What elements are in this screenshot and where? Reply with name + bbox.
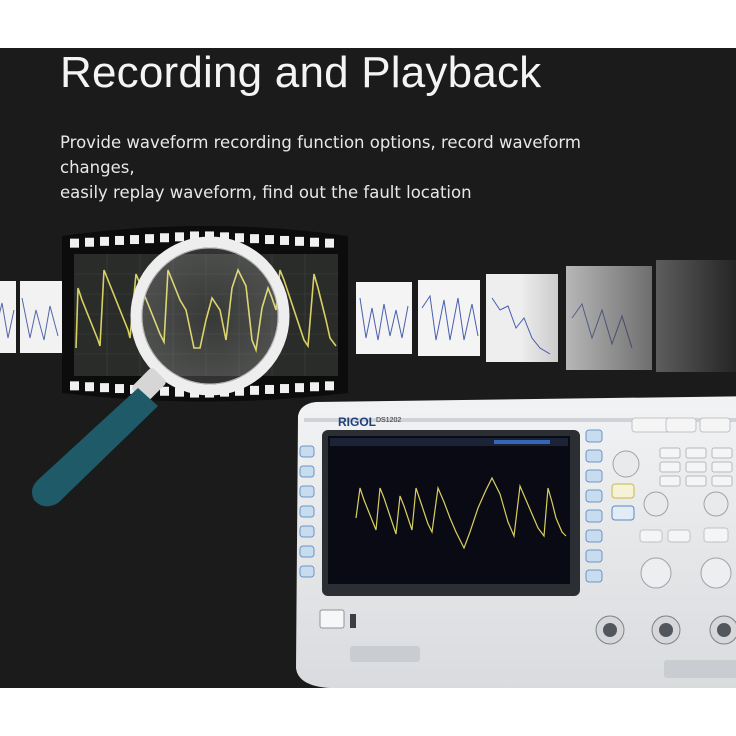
decorative-shape xyxy=(70,381,79,391)
decorative-shape xyxy=(299,485,315,498)
hero-banner: Recording and Playback Provide waveform … xyxy=(0,48,736,688)
decorative-shape xyxy=(265,384,274,394)
decorative-shape xyxy=(100,383,109,393)
decorative-shape xyxy=(175,387,184,397)
decorative-shape xyxy=(190,231,199,241)
decorative-shape xyxy=(659,447,681,459)
decorative-shape xyxy=(280,235,289,245)
control-panel xyxy=(611,417,733,589)
decorative-shape xyxy=(585,569,603,583)
decorative-shape xyxy=(585,429,603,443)
decorative-shape xyxy=(115,235,124,245)
decorative-shape xyxy=(659,461,681,473)
decorative-shape xyxy=(145,234,154,244)
oscilloscope-device xyxy=(296,396,736,688)
page-title: Recording and Playback xyxy=(60,48,542,97)
decorative-shape xyxy=(585,549,603,563)
bnc-connectors xyxy=(595,615,736,645)
decorative-shape xyxy=(299,565,315,578)
decorative-shape xyxy=(220,232,229,242)
description-line-1: Provide waveform recording function opti… xyxy=(60,133,581,177)
device-brand-logo: RIGOL xyxy=(338,415,376,429)
decorative-shape xyxy=(325,381,334,391)
decorative-shape xyxy=(295,236,304,246)
decorative-shape xyxy=(299,545,315,558)
decorative-shape xyxy=(295,383,304,393)
power-button xyxy=(319,609,345,629)
decorative-shape xyxy=(685,461,707,473)
decorative-shape xyxy=(250,385,259,395)
decorative-shape xyxy=(160,386,169,396)
recording-illustration xyxy=(0,226,736,688)
decorative-shape xyxy=(585,529,603,543)
decorative-shape xyxy=(100,236,109,246)
decorative-shape xyxy=(325,238,334,248)
decorative-shape xyxy=(280,384,289,394)
decorative-shape xyxy=(265,235,274,245)
device-screen-waveform xyxy=(355,476,567,550)
waveform-thumbnails-right xyxy=(356,254,736,378)
decorative-shape xyxy=(585,509,603,523)
device-screen xyxy=(328,436,570,584)
decorative-shape xyxy=(299,505,315,518)
decorative-shape xyxy=(175,232,184,242)
decorative-shape xyxy=(585,469,603,483)
decorative-shape xyxy=(130,235,139,245)
decorative-shape xyxy=(310,237,319,247)
decorative-shape xyxy=(85,382,94,392)
decorative-shape xyxy=(299,525,315,538)
decorative-shape xyxy=(70,238,79,248)
decorative-shape xyxy=(235,386,244,396)
decorative-shape xyxy=(250,234,259,244)
feature-description: Provide waveform recording function opti… xyxy=(60,130,660,205)
decorative-shape xyxy=(235,233,244,243)
left-soft-keys xyxy=(299,445,315,578)
waveform-thumbnails-left xyxy=(0,281,62,353)
decorative-shape xyxy=(711,447,733,459)
usb-port xyxy=(350,614,356,628)
device-model-label: DS1202 xyxy=(376,417,402,424)
decorative-shape xyxy=(115,384,124,394)
right-soft-keys xyxy=(585,429,603,583)
decorative-shape xyxy=(711,475,733,487)
decorative-shape xyxy=(585,449,603,463)
decorative-shape xyxy=(160,233,169,243)
decorative-shape xyxy=(585,489,603,503)
decorative-shape xyxy=(205,231,214,241)
decorative-shape xyxy=(659,475,681,487)
decorative-shape xyxy=(299,445,315,458)
magnifier-icon xyxy=(32,236,290,507)
description-line-2: easily replay waveform, find out the fau… xyxy=(60,183,472,202)
decorative-shape xyxy=(310,382,319,392)
decorative-shape xyxy=(685,475,707,487)
decorative-shape xyxy=(685,447,707,459)
decorative-shape xyxy=(299,465,315,478)
decorative-shape xyxy=(711,461,733,473)
decorative-shape xyxy=(85,237,94,247)
